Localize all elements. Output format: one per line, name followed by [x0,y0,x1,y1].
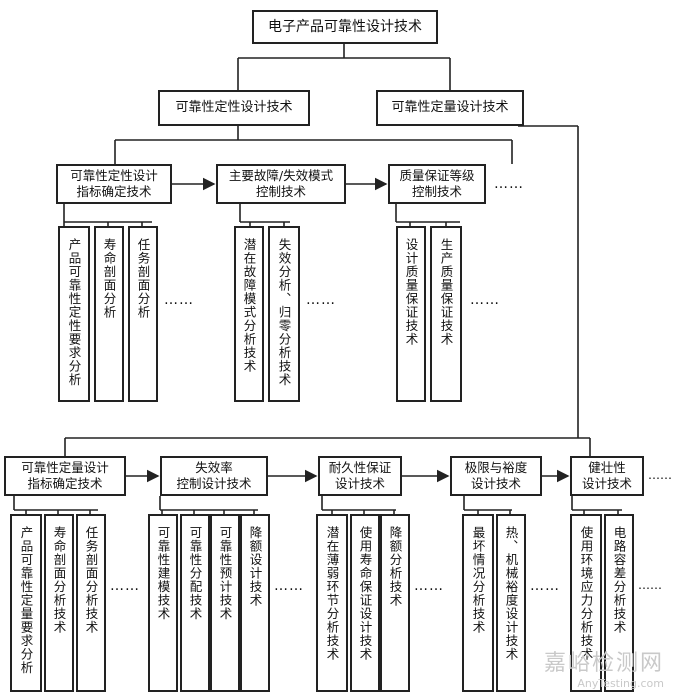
watermark-en: AnyTesting.com [577,677,664,690]
root-node: 电子产品可靠性设计技术 [252,10,438,44]
quant-group-1: 可靠性定量设计 指标确定技术 [4,456,126,496]
quant-item: 可靠性预计技术 [210,514,240,692]
qual-item-ellipsis: …… [470,292,500,308]
quant-item: 寿命剖面分析技术 [44,514,74,692]
quant-item: 可靠性建模技术 [148,514,178,692]
qual-item-ellipsis: …… [306,292,336,308]
qual-item: 潜在故障模式分析技术 [234,226,264,402]
quant-item: 任务剖面分析技术 [76,514,106,692]
quantitative-node: 可靠性定量设计技术 [376,90,524,126]
qual-item: 生产质量保证技术 [430,226,462,402]
quant-item: 潜在薄弱环节分析技术 [316,514,348,692]
qual-group-1: 可靠性定性设计 指标确定技术 [56,164,172,204]
quant-item: 降额设计技术 [240,514,270,692]
qual-item: 寿命剖面分析 [94,226,124,402]
qual-item-ellipsis: …… [164,292,194,308]
quant-item-ellipsis: …… [414,578,444,594]
qual-group-2: 主要故障/失效模式 控制技术 [216,164,346,204]
qual-item: 产品可靠性定性要求分析 [58,226,90,402]
qual-item: 任务剖面分析 [128,226,158,402]
watermark-cn: 嘉峪检测网 [543,651,664,676]
qualitative-node: 可靠性定性设计技术 [158,90,310,126]
quant-group-ellipsis: …… [648,468,672,482]
quant-group-4: 极限与裕度 设计技术 [450,456,542,496]
quant-group-2: 失效率 控制设计技术 [160,456,268,496]
quant-item: 最坏情况分析技术 [462,514,494,692]
qual-group-ellipsis: …… [494,176,524,192]
quant-item: 使用寿命保证设计技术 [350,514,380,692]
quant-item: 降额分析技术 [380,514,410,692]
quant-item-ellipsis: …… [530,578,560,594]
quant-item: 热、机械裕度设计技术 [496,514,526,692]
quant-group-3: 耐久性保证 设计技术 [318,456,402,496]
quant-item-ellipsis: …… [274,578,304,594]
quant-item-ellipsis: …… [110,578,140,594]
quant-item: 产品可靠性定量要求分析 [10,514,42,692]
qual-item: 失效分析、归零分析技术 [268,226,300,402]
quant-item-ellipsis: …… [638,578,662,592]
quant-group-5: 健壮性 设计技术 [570,456,644,496]
watermark: 嘉峪检测网 AnyTesting.com [544,645,664,690]
quant-item: 电路容差分析技术 [604,514,634,692]
quant-item: 使用环境应力分析技术 [570,514,602,692]
qual-item: 设计质量保证技术 [396,226,426,402]
qual-group-3: 质量保证等级 控制技术 [388,164,486,204]
quant-item: 可靠性分配技术 [180,514,210,692]
